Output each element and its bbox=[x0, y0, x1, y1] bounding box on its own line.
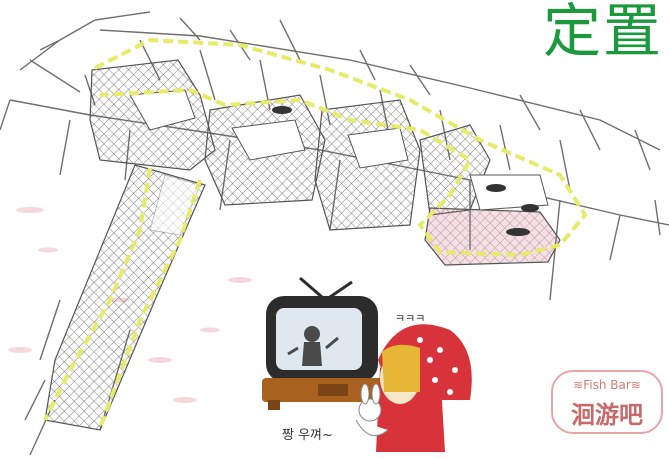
sound-text: ㅋㅋㅋ bbox=[395, 312, 426, 325]
fish-silhouettes bbox=[272, 106, 539, 236]
fish-bar-badge: ≋Fish Bar≋ 洄游吧 bbox=[551, 370, 663, 434]
float-line bbox=[43, 37, 588, 429]
leader-net bbox=[44, 164, 206, 431]
badge-line-2: 洄游吧 bbox=[571, 400, 643, 429]
title-text: 定置 bbox=[542, 0, 663, 65]
badge-line-1: ≋Fish Bar≋ bbox=[573, 378, 641, 392]
cartoon-caption: 짱 우껴~ bbox=[282, 428, 333, 443]
net-chambers bbox=[89, 59, 561, 266]
cartoon-girl bbox=[355, 324, 472, 452]
cartoon-tv bbox=[262, 276, 400, 410]
